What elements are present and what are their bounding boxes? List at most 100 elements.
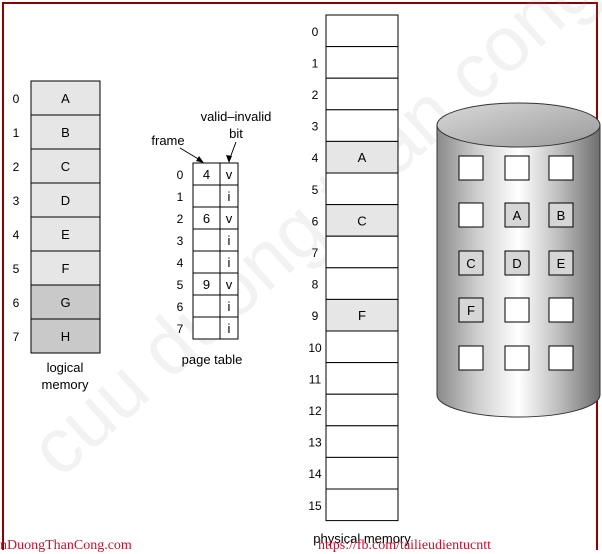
logical-page-index: 7: [13, 330, 20, 344]
valid-invalid-label-line1: valid–invalid: [201, 109, 272, 124]
bit-arrowhead: [226, 155, 232, 163]
logical-page-index: 6: [13, 296, 20, 310]
physical-frame-cell: [326, 110, 398, 142]
page-table-frame-value: 9: [203, 277, 210, 292]
physical-frame-index: 9: [312, 309, 319, 323]
page-table-index: 7: [177, 322, 184, 336]
physical-frame-cell: [326, 489, 398, 521]
physical-frame-cell: [326, 173, 398, 205]
physical-frame-cell: [326, 47, 398, 79]
disk-page-cell: [549, 298, 573, 322]
logical-page-label: C: [61, 159, 70, 174]
page-table-frame-cell: [193, 229, 220, 251]
disk-page-cell: [549, 156, 573, 180]
disk-page-cell: [505, 346, 529, 370]
frame-label: frame: [151, 133, 184, 148]
disk-page-cell: [505, 298, 529, 322]
physical-frame-label: C: [357, 213, 366, 228]
logical-page-label: D: [61, 193, 70, 208]
logical-page-label: F: [62, 261, 70, 276]
disk-page-label: C: [466, 256, 475, 271]
physical-frame-cell: [326, 457, 398, 489]
physical-frame-index: 12: [308, 404, 322, 418]
logical-page-index: 4: [13, 228, 20, 242]
logical-page-label: G: [60, 295, 70, 310]
page-table-index: 6: [177, 300, 184, 314]
physical-frame-index: 13: [308, 436, 322, 450]
logical-page-label: E: [61, 227, 70, 242]
page-table-index: 2: [177, 212, 184, 226]
logical-page-label: A: [61, 91, 70, 106]
physical-frame-index: 7: [312, 246, 319, 260]
page-table-bit-value: i: [228, 299, 231, 314]
logical-page-index: 3: [13, 194, 20, 208]
physical-frame-index: 0: [312, 25, 319, 39]
physical-frame-label: A: [358, 150, 367, 165]
page-table-bit-value: v: [226, 277, 233, 292]
page-table-index: 1: [177, 190, 184, 204]
page-table-index: 4: [177, 256, 184, 270]
physical-frame-index: 8: [312, 278, 319, 292]
page-table-bit-value: i: [228, 255, 231, 270]
valid-invalid-label-line2: bit: [229, 126, 243, 141]
page-table-title: page table: [182, 352, 243, 367]
logical-page-index: 2: [13, 160, 20, 174]
physical-frame-cell: [326, 394, 398, 426]
physical-frame-cell: [326, 236, 398, 268]
disk-page-label: D: [512, 256, 521, 271]
physical-frame-index: 11: [309, 372, 322, 386]
page-table-index: 0: [177, 168, 184, 182]
page-table-index: 3: [177, 234, 184, 248]
page-table-bit-value: i: [228, 189, 231, 204]
physical-frame-index: 2: [312, 88, 319, 102]
disk-page-label: A: [513, 208, 522, 223]
physical-frame-cell: [326, 363, 398, 395]
physical-frame-index: 1: [312, 56, 319, 70]
physical-frame-index: 14: [308, 467, 322, 481]
watermark-right: https://fb.com/tailieudientucntt: [318, 538, 491, 554]
physical-frame-index: 10: [308, 341, 322, 355]
disk-page-label: B: [557, 208, 566, 223]
disk-top: [437, 103, 600, 147]
logical-memory-title-line2: memory: [42, 377, 89, 392]
logical-page-label: B: [61, 125, 70, 140]
page-table-frame-cell: [193, 317, 220, 339]
page-table-frame-cell: [193, 295, 220, 317]
backing-store-disk: A B C D E F: [437, 103, 600, 417]
physical-frame-cell: [326, 331, 398, 363]
disk-page-cell: [459, 346, 483, 370]
page-table-frame-value: 4: [203, 167, 210, 182]
disk-page-cell: [549, 346, 573, 370]
frame-arrow: [180, 148, 200, 160]
page-table-bit-value: v: [226, 167, 233, 182]
physical-frame-cell: [326, 78, 398, 110]
page-table-frame-cell: [193, 251, 220, 273]
logical-memory-title-line1: logical: [47, 360, 84, 375]
logical-page-index: 0: [13, 92, 20, 106]
page-table-frame-cell: [193, 185, 220, 207]
page-table-bit-value: i: [228, 321, 231, 336]
disk-page-cell: [459, 203, 483, 227]
disk-page-label: E: [557, 256, 566, 271]
disk-page-cell: [505, 156, 529, 180]
physical-frame-index: 4: [312, 151, 319, 165]
physical-frame-cell: [326, 15, 398, 47]
disk-page-cell: [459, 156, 483, 180]
physical-frame-cell: [326, 426, 398, 458]
physical-frame-cell: [326, 268, 398, 300]
disk-page-label: F: [467, 303, 475, 318]
logical-page-index: 5: [13, 262, 20, 276]
page-table-bit-value: i: [228, 233, 231, 248]
logical-page-label: H: [61, 329, 70, 344]
physical-frame-index: 6: [312, 214, 319, 228]
page-table-frame-value: 6: [203, 211, 210, 226]
bit-arrow: [230, 142, 236, 158]
watermark-left: nDuongThanCong.com: [0, 538, 132, 554]
physical-frame-index: 15: [308, 499, 322, 513]
physical-frame-index: 5: [312, 183, 319, 197]
page-table-index: 5: [177, 278, 184, 292]
